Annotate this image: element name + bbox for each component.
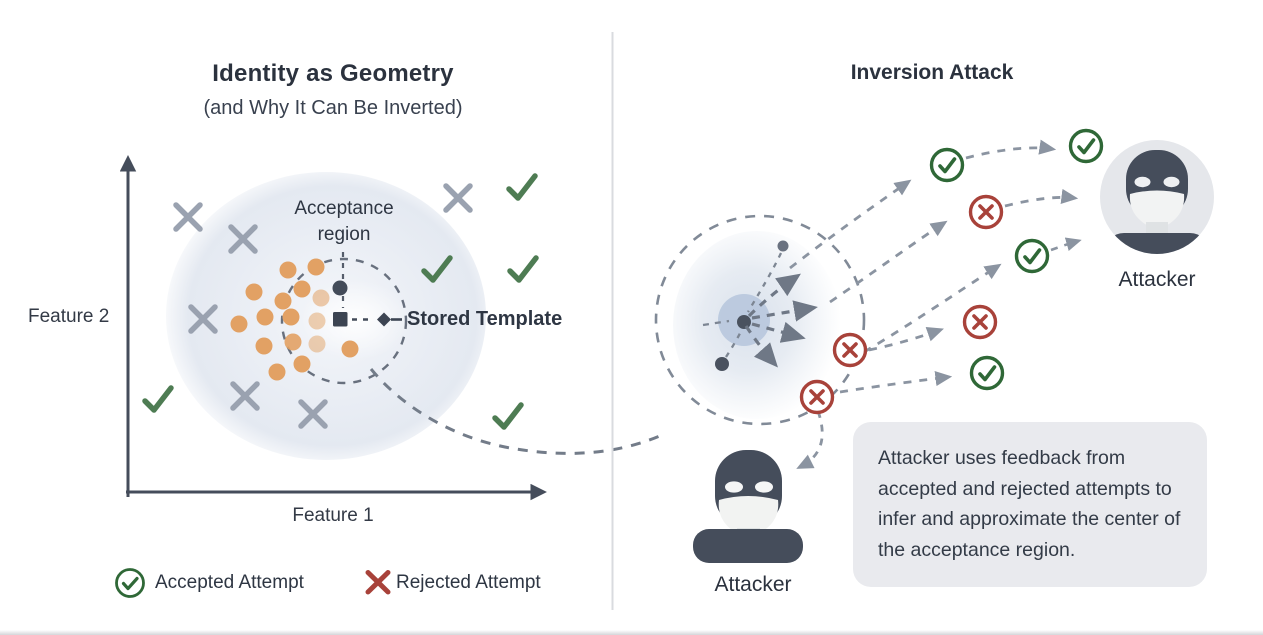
genuine-sample-dot — [293, 355, 311, 373]
rejected-feedback-icon — [832, 332, 868, 368]
impostor-x-mark — [230, 381, 260, 411]
attacker-neck — [1146, 222, 1168, 236]
genuine-sample-dot — [256, 308, 274, 326]
impostor-x-group — [173, 183, 473, 429]
accepted-feedback-icon — [969, 355, 1005, 391]
genuine-sample-dot — [282, 308, 300, 326]
identity-geometry-plot — [119, 155, 547, 501]
attempt-path — [863, 263, 1002, 354]
genuine-sample-dot — [293, 280, 311, 298]
legend-rejected-label: Rejected Attempt — [396, 572, 541, 593]
rejected-feedback-icon — [968, 194, 1004, 230]
accepted-feedback-icon — [1014, 238, 1050, 274]
genuine-sample-dot — [230, 315, 248, 333]
attacker-eye-icon — [725, 481, 743, 493]
attacker-bottom-label: Attacker — [714, 573, 792, 596]
rejected-feedback-icon — [799, 379, 835, 415]
probe-point-dot — [777, 240, 789, 252]
x-axis-label: Feature 1 — [292, 505, 374, 526]
genuine-sample-dot — [274, 292, 292, 310]
impostor-x-mark — [173, 202, 203, 232]
legend-icons — [115, 568, 391, 598]
genuine-sample-dot — [312, 289, 330, 307]
left-panel-title: Identity as Geometry — [212, 60, 454, 87]
genuine-sample-dot — [268, 363, 286, 381]
template-leak-curve — [369, 368, 663, 455]
attempt-path — [789, 179, 912, 270]
rejected-feedback-icon — [962, 304, 998, 340]
y-axis-label: Feature 2 — [28, 306, 110, 327]
accepted-check-mark — [506, 173, 538, 201]
feedback-icons-group — [799, 128, 1104, 415]
attacker-avatar-top — [1100, 140, 1214, 254]
attacker-avatar-bottom — [693, 450, 803, 563]
attempt-path — [829, 220, 948, 304]
probe-trace — [702, 319, 730, 327]
genuine-sample-dot — [308, 335, 326, 353]
attacker-mask-icon — [1129, 190, 1185, 230]
probe-point-dot — [715, 357, 729, 371]
accepted-check-mark — [492, 402, 524, 430]
attempt-path — [868, 327, 944, 352]
genuine-sample-dot — [341, 340, 359, 358]
accepted-check-mark — [507, 255, 539, 283]
leader-diamond — [377, 312, 391, 327]
boundary-sample-dot — [332, 280, 348, 296]
feedback-arrow — [796, 410, 824, 469]
search-region-circle — [654, 214, 866, 426]
attempt-arrow — [747, 273, 801, 318]
accepted-check-mark — [142, 385, 174, 413]
legend-accepted-label: Accepted Attempt — [155, 572, 304, 593]
acceptance-region-circle — [280, 257, 408, 385]
probe-trace — [747, 252, 783, 313]
stored-template-label: Stored Template — [407, 308, 563, 330]
left-panel-subtitle: (and Why It Can Be Inverted) — [203, 97, 463, 119]
attacker-shoulders — [1104, 233, 1210, 254]
attempt-path — [965, 139, 1057, 160]
attempt-path — [839, 371, 953, 394]
attacker-feedback-callout: Attacker uses feedback from accepted and… — [853, 422, 1207, 587]
inversion-attack-diagram — [654, 128, 1214, 563]
acceptance-region-label: Acceptance region — [294, 198, 394, 245]
accepted-check-group — [142, 173, 539, 430]
genuine-samples-group — [230, 258, 359, 381]
attacker-mask-icon — [718, 496, 779, 538]
attacker-eye-icon — [755, 481, 773, 493]
screenshot-bottom-edge — [0, 630, 1263, 635]
genuine-sample-dot — [307, 258, 325, 276]
accepted-feedback-icon — [929, 147, 965, 183]
accepted-legend-icon — [115, 568, 145, 598]
accepted-check-mark — [421, 255, 453, 283]
right-panel-title: Inversion Attack — [850, 61, 1014, 84]
attempt-arrow — [744, 325, 778, 368]
inferred-center-dot — [737, 315, 751, 329]
attempt-path — [1050, 237, 1082, 252]
genuine-sample-dot — [245, 283, 263, 301]
genuine-sample-dot — [279, 261, 297, 279]
impostor-x-mark — [298, 399, 328, 429]
impostor-x-mark — [443, 183, 473, 213]
attempt-arrow — [751, 300, 818, 322]
attacker-eye-icon — [1163, 176, 1180, 188]
panel-divider — [611, 32, 614, 610]
genuine-sample-dot — [255, 337, 273, 355]
stored-template-marker — [333, 312, 348, 327]
attempt-path — [1004, 188, 1079, 208]
attacker-top-label: Attacker — [1118, 268, 1196, 291]
probe-trace — [725, 328, 744, 358]
impostor-x-mark — [228, 224, 258, 254]
attacker-eye-icon — [1134, 176, 1151, 188]
impostor-x-mark — [188, 304, 218, 334]
rejected-legend-icon — [365, 570, 391, 595]
attacker-shoulders — [693, 529, 803, 563]
genuine-sample-dot — [284, 333, 302, 351]
accepted-feedback-icon — [1068, 128, 1104, 164]
genuine-sample-dot — [308, 312, 326, 330]
